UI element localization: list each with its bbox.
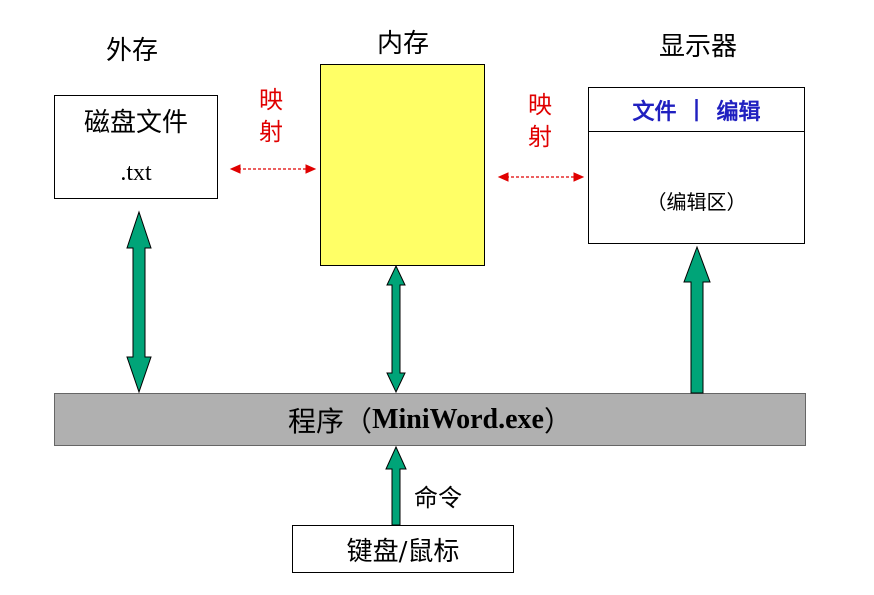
disk-file-extension: .txt xyxy=(120,160,152,186)
memory-label: 内存 xyxy=(376,29,429,59)
display-menu-bar: 文件 | 编辑 xyxy=(589,88,804,132)
map-arrow-right xyxy=(497,172,585,182)
map-right-char-1: 映 xyxy=(528,91,552,119)
map-label-right: 映 射 xyxy=(525,89,555,153)
command-label: 命令 xyxy=(414,484,462,512)
program-close-paren: ） xyxy=(543,404,572,438)
memory-box xyxy=(320,64,485,266)
disk-file-title: 磁盘文件 xyxy=(83,108,188,138)
edit-area: （编辑区） xyxy=(646,190,747,214)
map-left-char-2: 射 xyxy=(259,118,283,146)
program-prefix: 程序 xyxy=(288,404,345,438)
display-label: 显示器 xyxy=(658,32,737,62)
map-label-left: 映 射 xyxy=(256,84,286,148)
menu-file[interactable]: 文件 xyxy=(632,99,677,125)
menu-edit[interactable]: 编辑 xyxy=(716,99,761,125)
map-arrow-left xyxy=(229,164,317,174)
program-bar: 程序 （ MiniWord.exe ） xyxy=(54,393,806,446)
up-arrow-program-display xyxy=(683,245,711,394)
up-arrow-input-program xyxy=(385,445,407,526)
map-right-char-2: 射 xyxy=(528,123,552,151)
display-box: 文件 | 编辑 （编辑区） xyxy=(588,87,805,244)
double-arrow-memory-program xyxy=(386,264,406,394)
input-device-box: 键盘/鼠标 xyxy=(292,525,514,573)
disk-file-box: 磁盘文件 .txt xyxy=(54,95,218,199)
external-storage-label: 外存 xyxy=(105,36,158,66)
program-name: MiniWord.exe xyxy=(372,403,544,435)
map-left-char-1: 映 xyxy=(259,86,283,114)
program-open-paren: （ xyxy=(344,404,373,438)
input-device-label: 键盘/鼠标 xyxy=(346,536,460,567)
double-arrow-disk-program xyxy=(126,210,152,394)
menu-separator: | xyxy=(692,97,701,122)
